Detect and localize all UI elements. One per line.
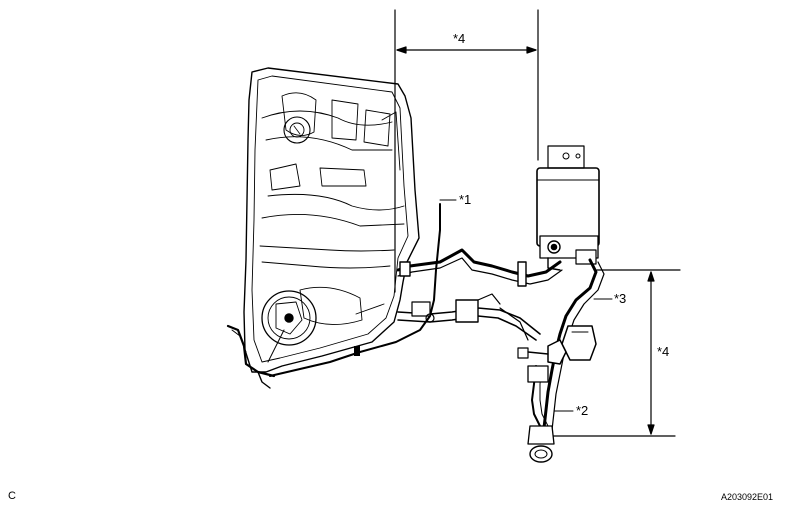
dimension-top [394, 9, 539, 293]
callout-3: *3 [614, 291, 627, 306]
callout-4-top: *4 [453, 31, 466, 46]
fuel-line-left [226, 324, 285, 389]
corner-code-right: A203092E01 [721, 492, 774, 502]
tank-bottom-line [269, 203, 441, 377]
hose-2 [527, 365, 555, 463]
evap-hose [396, 248, 563, 287]
callout-2: *2 [576, 403, 589, 418]
callout-4-right: *4 [657, 344, 670, 359]
corner-code-left: C [8, 490, 16, 502]
fuel-tank [243, 67, 420, 373]
dimension-right [539, 269, 681, 437]
callout-leaders [439, 199, 613, 412]
charcoal-canister [536, 145, 600, 271]
filler-pipe [397, 293, 541, 341]
vent-valve [517, 325, 597, 365]
callout-1: *1 [459, 192, 472, 207]
